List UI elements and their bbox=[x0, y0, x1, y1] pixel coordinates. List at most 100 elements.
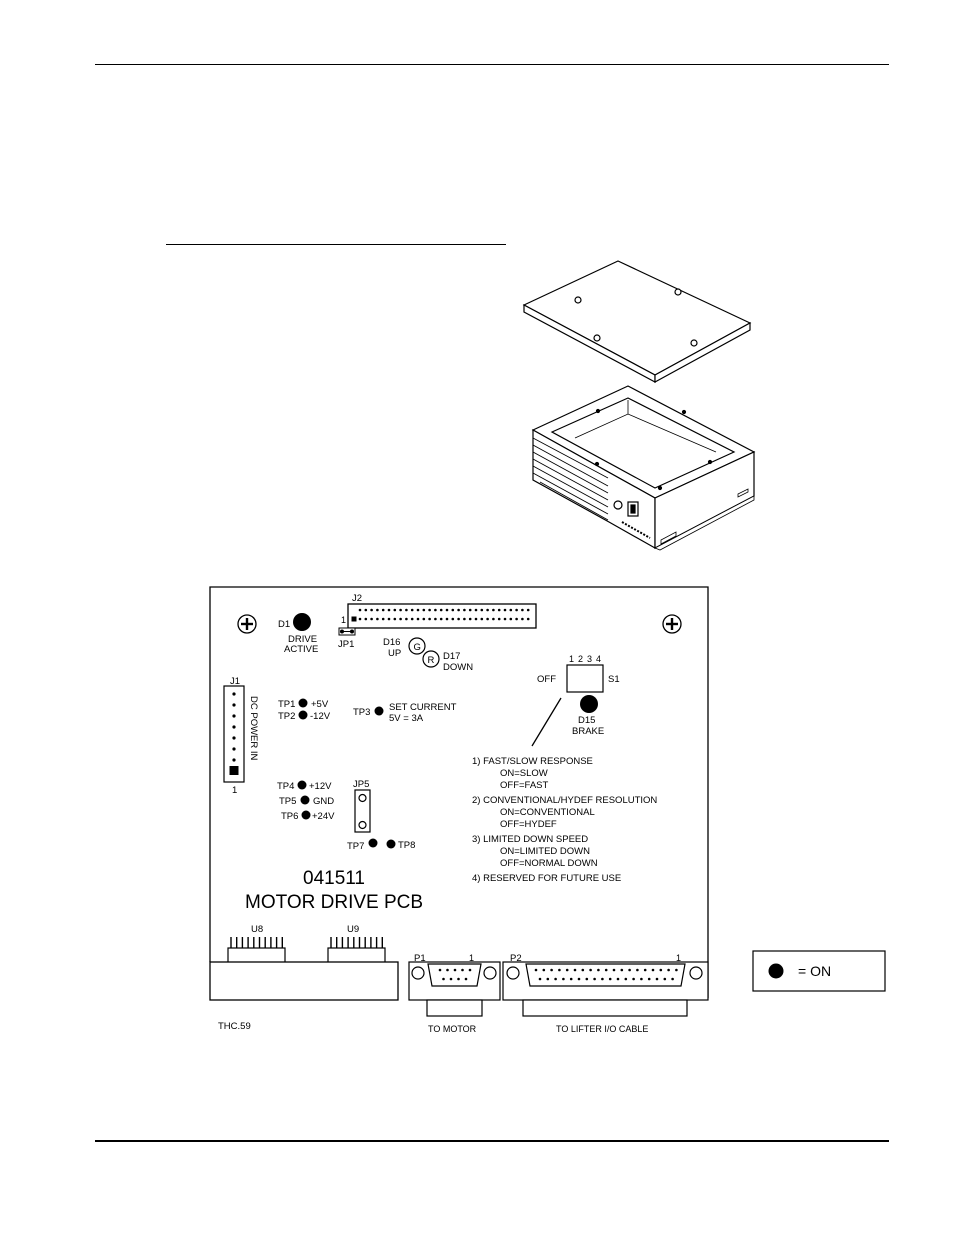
j2-pin bbox=[474, 608, 478, 612]
p2-pin bbox=[675, 968, 678, 972]
p2-pin bbox=[616, 977, 620, 981]
j2-pin bbox=[393, 617, 397, 621]
j2-pin bbox=[451, 617, 455, 621]
j2-pin bbox=[445, 608, 449, 612]
j2-pin bbox=[358, 608, 362, 612]
enclosure-base bbox=[531, 385, 756, 551]
p2-pin bbox=[593, 977, 596, 981]
s1-label: S1 bbox=[608, 674, 620, 685]
switch-notes: 1) FAST/SLOW RESPONSE ON=SLOW OFF=FAST 2… bbox=[472, 756, 657, 884]
j2-pin bbox=[399, 608, 402, 612]
u8-label: U8 bbox=[251, 924, 263, 935]
j2-pin bbox=[457, 608, 460, 612]
s1-dip-switch bbox=[566, 664, 604, 693]
tp6-label: TP6 bbox=[281, 811, 298, 822]
p2-pin bbox=[589, 968, 592, 972]
tp1-label: TP1 bbox=[278, 699, 295, 710]
p2-pin bbox=[585, 977, 589, 981]
drive-active-line2: ACTIVE bbox=[284, 644, 318, 655]
p2-pin bbox=[612, 968, 616, 972]
p1-pin bbox=[468, 968, 472, 972]
enclosure-lid bbox=[522, 260, 752, 384]
section-heading-underline bbox=[166, 244, 506, 245]
p2-pin bbox=[608, 977, 612, 981]
legend-box: = ON bbox=[752, 950, 886, 992]
drive-active-line1: DRIVE bbox=[288, 634, 317, 645]
note-3-on: ON=LIMITED DOWN bbox=[500, 846, 590, 857]
j2-pin bbox=[393, 608, 397, 612]
p1-pin bbox=[464, 977, 468, 981]
p2-pin bbox=[659, 968, 663, 972]
to-lifter-label: TO LIFTER I/O CABLE bbox=[556, 1024, 648, 1034]
tp1-dot bbox=[298, 698, 308, 708]
p2-pin bbox=[546, 977, 550, 981]
p2-pin bbox=[542, 968, 546, 972]
p2-pin bbox=[624, 977, 628, 981]
p2-pin bbox=[643, 968, 647, 972]
tp2-dot bbox=[298, 710, 308, 720]
header-rule bbox=[95, 64, 889, 65]
p2-db37-connector bbox=[502, 961, 709, 1017]
s1-off-label: OFF bbox=[537, 674, 556, 685]
p2-pin bbox=[581, 968, 585, 972]
j1-label: J1 bbox=[230, 676, 240, 687]
tp8-dot bbox=[386, 839, 396, 849]
j2-pin bbox=[526, 608, 530, 612]
led-d15-on-icon bbox=[580, 695, 598, 713]
p2-pin1-label: 1 bbox=[676, 953, 681, 963]
s1-pin-label: 2 bbox=[578, 654, 583, 664]
j2-pin bbox=[422, 608, 426, 612]
d16-up-label: UP bbox=[388, 648, 401, 659]
j2-pin bbox=[480, 617, 484, 621]
cooling-fins bbox=[532, 437, 609, 521]
note-1-title: 1) FAST/SLOW RESPONSE bbox=[472, 756, 593, 767]
figure-id: THC.59 bbox=[218, 1021, 251, 1032]
tp1-value: +5V bbox=[311, 699, 329, 710]
j2-pin bbox=[376, 617, 379, 621]
note-1-off: OFF=FAST bbox=[500, 780, 548, 791]
j2-pin bbox=[503, 608, 507, 612]
note-2-title: 2) CONVENTIONAL/HYDEF RESOLUTION bbox=[472, 795, 657, 806]
s1-pin-label: 1 bbox=[569, 654, 574, 664]
tp6-value: +24V bbox=[312, 811, 335, 822]
p2-pins bbox=[534, 968, 678, 981]
p2-pin bbox=[632, 977, 635, 981]
j2-pin bbox=[387, 608, 391, 612]
j2-pin bbox=[486, 608, 489, 612]
d1-label: D1 bbox=[278, 619, 290, 630]
tp4-value: +12V bbox=[309, 781, 332, 792]
note-3-off: OFF=NORMAL DOWN bbox=[500, 858, 598, 869]
led-on-legend-icon bbox=[768, 963, 784, 979]
p2-pin bbox=[663, 977, 667, 981]
tp7-dot bbox=[368, 838, 378, 848]
j2-pin bbox=[515, 608, 518, 612]
j2-pin bbox=[410, 608, 414, 612]
tp4-label: TP4 bbox=[277, 781, 294, 792]
p2-pin bbox=[636, 968, 639, 972]
j1-pin1-label: 1 bbox=[232, 785, 237, 796]
p1-pin bbox=[461, 968, 464, 972]
j2-pin bbox=[451, 608, 455, 612]
j2-pin bbox=[509, 608, 513, 612]
tp3-label: TP3 bbox=[353, 707, 370, 718]
tp7-label: TP7 bbox=[347, 841, 364, 852]
p2-pin bbox=[647, 977, 651, 981]
p1-pin bbox=[438, 968, 442, 972]
tp6-dot bbox=[301, 810, 311, 820]
j2-pin bbox=[405, 608, 408, 612]
set-current-line2: 5V = 3A bbox=[389, 713, 424, 724]
p2-pin bbox=[620, 968, 624, 972]
p2-pin bbox=[569, 977, 573, 981]
tp5-dot bbox=[300, 795, 310, 805]
tp2-value: -12V bbox=[310, 711, 331, 722]
s1-pin-label: 3 bbox=[587, 654, 592, 664]
j2-pin bbox=[387, 617, 391, 621]
note-2-on: ON=CONVENTIONAL bbox=[500, 807, 595, 818]
footer-rule bbox=[95, 1140, 889, 1142]
p2-pin bbox=[640, 977, 643, 981]
j2-pin bbox=[509, 617, 513, 621]
p2-pin bbox=[655, 977, 659, 981]
j2-pin bbox=[416, 608, 420, 612]
j2-pin bbox=[376, 608, 379, 612]
p1-pin bbox=[453, 968, 457, 972]
